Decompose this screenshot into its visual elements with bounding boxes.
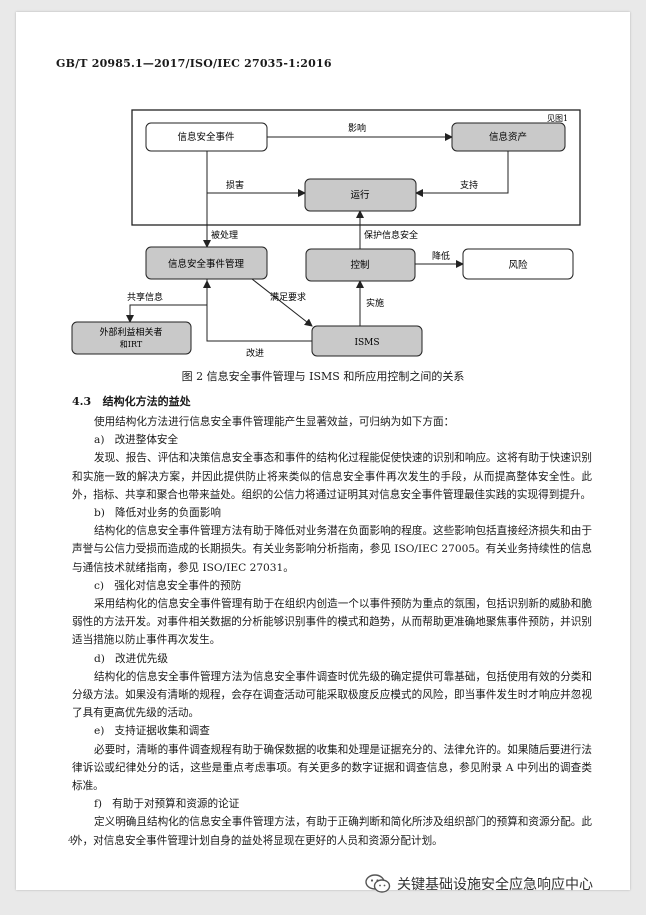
node-controls[interactable]: 控制: [305, 248, 416, 282]
item-label: a): [94, 434, 105, 447]
node-label-incident-management: 信息安全事件管理: [168, 258, 245, 270]
node-label-stakeholders-line1: 外部利益相关者: [99, 326, 162, 338]
wechat-icon: [365, 874, 391, 893]
node-incident[interactable]: 信息安全事件: [145, 122, 268, 152]
item-heading: 强化对信息安全事件的预防: [114, 579, 242, 592]
item-heading: 有助于对预算和资源的论证: [112, 798, 240, 811]
item-heading: 支持证据收集和调查: [114, 725, 210, 738]
section-title: 结构化方法的益处: [102, 395, 191, 408]
figure-caption: 图 2 信息安全事件管理与 ISMS 和所应用控制之间的关系: [181, 370, 465, 383]
list-item-paragraph: 采用结构化的信息安全事件管理有助于在组织内创造一个以事件预防为重点的氛围，包括识…: [72, 598, 592, 647]
item-label: d): [94, 652, 105, 665]
node-isms[interactable]: ISMS: [311, 325, 423, 357]
node-label-operations: 运行: [350, 189, 370, 201]
node-label-assets: 信息资产: [489, 131, 527, 143]
node-assets[interactable]: 信息资产: [451, 122, 566, 152]
node-label-stakeholders-line2: 和IRT: [120, 340, 143, 349]
node-stakeholders[interactable]: 外部利益相关者 和IRT: [71, 321, 192, 355]
item-label: b): [94, 507, 105, 520]
standard-header: GB/T 20985.1—2017/ISO/IEC 27035-1:2016: [56, 57, 332, 70]
item-heading: 改进优先级: [115, 652, 168, 665]
section-body: 使用结构化方法进行信息安全事件管理能产生显著效益，可归纳为如下方面： a) 改进…: [72, 413, 592, 850]
intro-paragraph: 使用结构化方法进行信息安全事件管理能产生显著效益，可归纳为如下方面：: [94, 416, 455, 428]
list-item-heading: d) 改进优先级: [72, 650, 592, 668]
node-operations[interactable]: 运行: [304, 178, 417, 212]
node-incident-management[interactable]: 信息安全事件管理: [145, 246, 268, 280]
list-item-heading: e) 支持证据收集和调查: [72, 722, 592, 740]
watermark: 关键基础设施安全应急响应中心: [365, 874, 593, 894]
list-item-paragraph: 结构化的信息安全事件管理方法有助于降低对业务潜在负面影响的程度。这些影响包括直接…: [72, 525, 592, 574]
list-item-heading: b) 降低对业务的负面影响: [72, 504, 592, 522]
item-label: e): [94, 725, 105, 738]
node-label-risk: 风险: [508, 259, 528, 271]
node-label-isms: ISMS: [354, 338, 379, 348]
list-item-heading: c) 强化对信息安全事件的预防: [72, 577, 592, 595]
section-number: 4.3: [72, 395, 92, 408]
list-item-paragraph: 定义明确且结构化的信息安全事件管理方法，有助于正确判断和简化所涉及组织部门的预算…: [72, 816, 592, 847]
watermark-text: 关键基础设施安全应急响应中心: [397, 877, 593, 893]
list-item-heading: a) 改进整体安全: [72, 431, 592, 449]
list-item-paragraph: 结构化的信息安全事件管理方法为信息安全事件调查时优先级的确定提供可靠基础，包括使…: [72, 670, 592, 720]
section-heading: 4.3 结构化方法的益处: [72, 393, 191, 409]
list-item-paragraph: 必要时，清晰的事件调查规程有助于确保数据的收集和处理是证据充分的、法律允许的。如…: [72, 743, 592, 793]
page-number: 4: [68, 836, 74, 846]
list-item-heading: f) 有助于对预算和资源的论证: [72, 795, 592, 813]
item-heading: 改进整体安全: [114, 434, 179, 447]
node-label-controls: 控制: [350, 259, 369, 271]
list-item-paragraph: 发现、报告、评估和决策信息安全事态和事件的结构化过程能促使快速的识别和响应。这将…: [72, 452, 592, 501]
item-label: f): [94, 798, 103, 811]
item-label: c): [94, 579, 105, 592]
node-risk[interactable]: 风险: [462, 248, 574, 280]
node-label-incident: 信息安全事件: [177, 131, 235, 143]
item-heading: 降低对业务的负面影响: [115, 507, 221, 520]
